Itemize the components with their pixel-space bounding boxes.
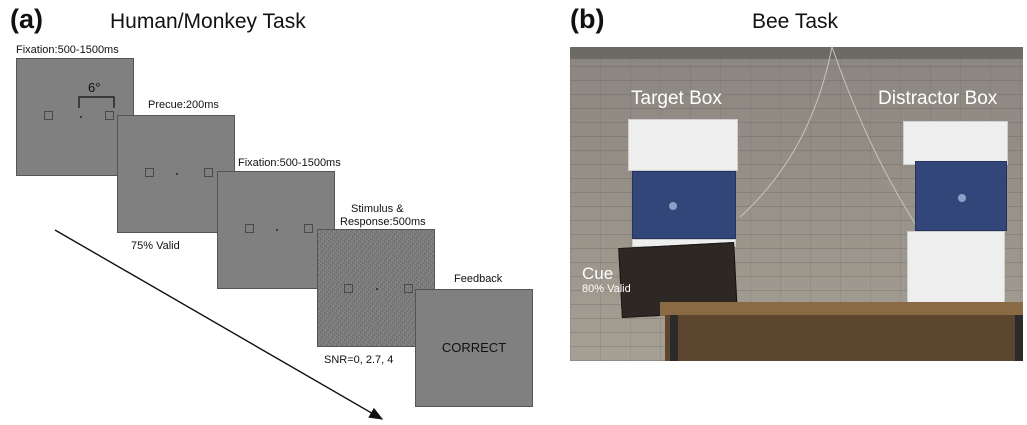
- screen-fixation-1: [16, 58, 134, 176]
- stimulus-label-line2: Response:500ms: [340, 216, 426, 228]
- time-arrow: [54, 229, 384, 420]
- screen-feedback: CORRECT: [415, 289, 533, 407]
- correct-text: CORRECT: [441, 340, 507, 355]
- valid-label: 75% Valid: [131, 240, 180, 252]
- fixation-dot: [176, 173, 178, 175]
- precue-label: Precue:200ms: [148, 99, 219, 111]
- left-placeholder-box: [145, 168, 154, 177]
- angle-bracket: [78, 96, 115, 108]
- wall-top-band: [570, 47, 1023, 59]
- panel-a-title: Human/Monkey Task: [110, 10, 306, 33]
- fixation-dot: [276, 229, 278, 231]
- right-placeholder-box: [304, 224, 313, 233]
- screen-precue: [117, 115, 235, 233]
- distractor-box-face: [915, 161, 1007, 231]
- cue-valid-label: 80% Valid: [582, 283, 631, 295]
- panel-a-letter: (a): [10, 4, 43, 34]
- feedback-label: Feedback: [454, 273, 503, 285]
- left-placeholder-box: [44, 111, 53, 120]
- right-placeholder-box: [404, 284, 413, 293]
- target-box-top: [628, 119, 738, 171]
- distractor-box-base: [907, 231, 1005, 303]
- target-box-face: [632, 171, 736, 239]
- left-placeholder-box: [344, 284, 353, 293]
- fixation-2-label: Fixation:500-1500ms: [238, 157, 341, 169]
- panel-b-title: Bee Task: [752, 10, 838, 33]
- left-placeholder-box: [245, 224, 254, 233]
- distractor-box-entrance: [958, 194, 966, 202]
- right-placeholder-box: [105, 111, 114, 120]
- fixation-dot: [80, 116, 82, 118]
- target-box-entrance: [669, 202, 677, 210]
- panel-b-letter: (b): [570, 4, 605, 34]
- cue-label: Cue: [582, 264, 614, 283]
- fixation-1-label: Fixation:500-1500ms: [16, 44, 119, 56]
- screen-fixation-2: [217, 171, 335, 289]
- table-top: [660, 302, 1023, 316]
- stimulus-label-line1: Stimulus &: [351, 203, 404, 215]
- snr-label: SNR=0, 2.7, 4: [324, 354, 394, 366]
- table-leg-left: [670, 315, 678, 361]
- angle-label: 6°: [88, 80, 101, 95]
- right-placeholder-box: [204, 168, 213, 177]
- target-box-label: Target Box: [631, 88, 722, 109]
- table-leg-right: [1015, 315, 1023, 361]
- bee-task-photo: Target Box Distractor Box Cue 80% Valid: [570, 47, 1023, 361]
- distractor-box-top: [903, 121, 1008, 165]
- table-front: [665, 315, 1023, 361]
- distractor-box-label: Distractor Box: [878, 88, 998, 109]
- fixation-dot: [376, 288, 378, 290]
- screen-stimulus: [317, 229, 435, 347]
